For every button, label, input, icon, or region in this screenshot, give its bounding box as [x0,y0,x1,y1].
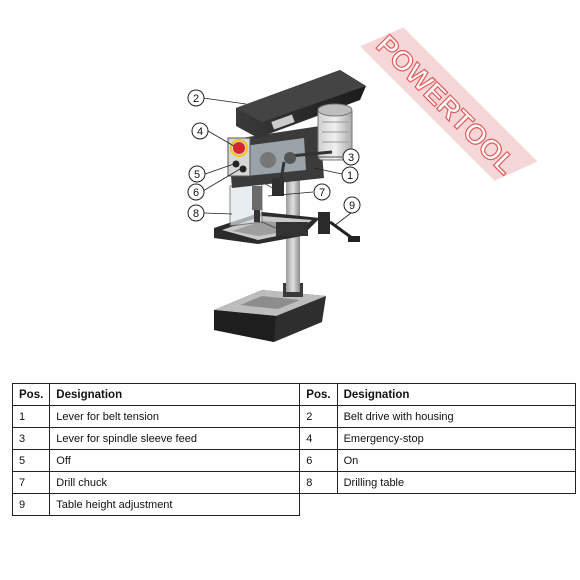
table-row: 3 Lever for spindle sleeve feed 4 Emerge… [11,427,576,450]
designation-cell: Off [49,449,301,472]
motor [317,103,353,161]
designation-cell: Drill chuck [49,471,301,494]
feed-lever [278,150,333,187]
callout-9: 9 [343,196,361,214]
pos-cell: 1 [11,405,51,428]
pos-cell: 2 [299,405,338,428]
callout-1: 1 [341,166,359,184]
pos-cell: 9 [11,493,51,516]
drill-base [214,283,326,342]
header-designation: Designation [336,383,576,406]
callout-6: 6 [187,183,205,201]
switch-panel [227,137,251,177]
drilling-table [214,212,320,244]
svg-text:2: 2 [193,93,199,105]
svg-text:4: 4 [197,126,203,138]
pos-cell: 6 [299,449,338,472]
svg-text:6: 6 [193,187,199,199]
callout-lines [202,97,352,227]
empty-cell [337,494,575,516]
table-row: 7 Drill chuck 8 Drilling table [11,471,576,494]
svg-text:7: 7 [319,187,325,199]
designation-cell: Belt drive with housing [336,405,576,428]
pos-cell: 3 [11,427,51,450]
table-row: 9 Table height adjustment [11,493,576,516]
designation-cell: Table height adjustment [49,493,301,516]
pos-cell: 8 [299,471,338,494]
designation-cell: Lever for spindle sleeve feed [49,427,301,450]
designation-cell: Emergency-stop [336,427,576,450]
table-header-row: Pos. Designation Pos. Designation [11,383,576,406]
header-pos: Pos. [299,383,338,406]
designation-cell: On [336,449,576,472]
svg-text:3: 3 [348,152,354,164]
drill-head [228,126,324,196]
drill-press-figure: POWERTOOL [187,27,538,342]
pos-cell: 5 [11,449,51,472]
empty-cell [300,494,337,516]
parts-table: Pos. Designation Pos. Designation 1 Leve… [11,383,576,516]
svg-text:9: 9 [349,200,355,212]
table-crank [318,212,360,242]
drill-press-illustration: POWERTOOL [187,27,538,342]
svg-text:POWERTOOL: POWERTOOL [370,29,521,180]
svg-text:8: 8 [193,208,199,220]
table-row: 1 Lever for belt tension 2 Belt drive wi… [11,405,576,428]
designation-cell: Drilling table [336,471,576,494]
header-pos: Pos. [11,383,51,406]
pos-cell: 7 [11,471,51,494]
svg-text:5: 5 [194,169,200,181]
callout-8: 8 [187,204,205,222]
watermark: POWERTOOL [360,27,538,181]
belt-housing [236,70,366,138]
callout-7: 7 [313,183,331,201]
header-designation: Designation [49,383,301,406]
pos-cell: 4 [299,427,338,450]
svg-text:1: 1 [347,170,353,182]
callout-2: 2 [187,89,205,107]
callout-5: 5 [188,165,206,183]
callout-4: 4 [191,122,209,140]
designation-cell: Lever for belt tension [49,405,301,428]
table-row: 5 Off 6 On [11,449,576,472]
callout-3: 3 [342,148,360,166]
